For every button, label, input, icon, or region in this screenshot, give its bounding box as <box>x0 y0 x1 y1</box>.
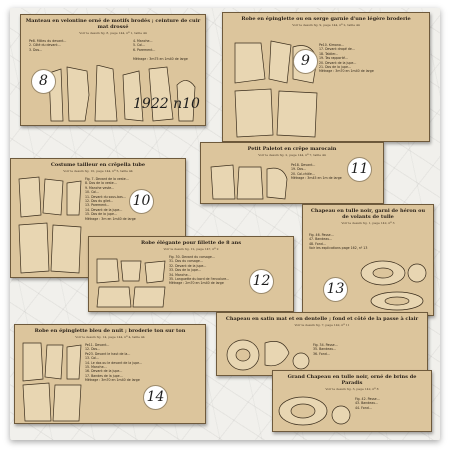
pattern-card-14: Robe en épinglette bleu de nuit ; broder… <box>14 324 206 424</box>
pattern-card-satin-hat: Chapeau en satin mat et en dentelle ; fo… <box>216 312 428 376</box>
piece-list: Pe18. Devant... 19. Dos... 20. Col-châle… <box>291 163 342 181</box>
issue-label: 1922 n10 <box>133 96 200 112</box>
pattern-card-grand-hat: Grand Chapeau en tulle noir, orné de bri… <box>272 370 432 432</box>
piece-list: Fig. 46. Passe... 47. Bandeau... 48. Fon… <box>309 233 368 251</box>
pattern-card-11: Petit Paletot en crêpe marocain Voir le … <box>200 142 384 204</box>
card-subtitle: Voir le dessin fig. 12, page 147, nº 2 <box>163 247 219 251</box>
piece-list: Fig. 7. Devant de la veste... 8. Dos de … <box>85 177 136 221</box>
card-subtitle: Voir le dessin fig. 14, page 144, nº 4, … <box>75 335 145 339</box>
pattern-pieces-drawing <box>231 39 321 139</box>
card-subtitle: Voir le dessin fig. 7, page 142, nº 11 <box>294 323 350 327</box>
card-title: Chapeau en tulle noir, garni de héron ou… <box>310 208 426 220</box>
hat-pieces-drawing <box>277 391 353 431</box>
piece-list: Pe11. Devant... 12. Dos... Pe23. Devant … <box>85 343 143 383</box>
card-title: Robe en épinglette bleu de nuit ; broder… <box>34 328 186 334</box>
card-title: Chapeau en satin mat et en dentelle ; fo… <box>225 316 419 322</box>
piece-list: Pe8. Milieu du devant... 2. Côté du deva… <box>29 39 67 52</box>
pattern-card-12: Robe élégante pour fillette de 8 ans Voi… <box>88 236 294 312</box>
piece-list: Fig. 30. Devant du corsage... 31. Dos du… <box>169 255 230 286</box>
hat-pieces-drawing <box>225 335 311 375</box>
card-subtitle: Voir le dessin fig. 1, page 142, nº 3 <box>341 221 395 225</box>
pattern-board: Manteau en velontine orné de motifs brod… <box>10 8 440 440</box>
pattern-number-badge: 8 <box>31 69 56 94</box>
piece-list: Fig. 42. Passe... 43. Bandeau... 44. Fon… <box>355 397 380 410</box>
card-title: Robe en épinglette ou en serge garnie d'… <box>241 16 411 22</box>
card-title: Manteau en velontine orné de motifs brod… <box>25 18 201 30</box>
pattern-card-13: Chapeau en tulle noir, garni de héron ou… <box>302 204 434 316</box>
piece-list: Fig. 34. Passe... 35. Bandeau... 36. Fon… <box>313 343 338 356</box>
card-title: Costume tailleur en crêpella tube <box>50 162 146 168</box>
piece-list: Pe10. Kimono... 17. Devant drapé de... 1… <box>319 43 374 74</box>
pattern-card-9: Robe en épinglette ou en serge garnie d'… <box>222 12 430 142</box>
pattern-pieces-drawing <box>17 175 83 275</box>
card-title: Grand Chapeau en tulle noir, orné de bri… <box>287 374 417 386</box>
pattern-pieces-drawing <box>21 341 83 423</box>
card-subtitle: Voir le dessin fig. 10, page 144, nº 5, … <box>63 169 133 173</box>
pattern-number-badge: 11 <box>347 157 372 182</box>
pattern-number-badge: 14 <box>143 385 168 410</box>
card-title: Petit Paletot en crêpe marocain <box>247 146 337 152</box>
card-subtitle: Voir le dessin fig. 8, page 144, nº 1, t… <box>79 31 147 35</box>
pattern-number-badge: 10 <box>129 189 154 214</box>
pattern-pieces-drawing <box>47 65 197 123</box>
card-title: Robe élégante pour fillette de 8 ans <box>140 240 242 246</box>
pattern-number-badge: 12 <box>249 269 274 294</box>
card-subtitle: Voir le dessin fig. 3, page 142, nº 8 <box>325 387 379 391</box>
piece-list-right: 4. Manche... 5. Col... 6. Parement... <box>133 39 156 52</box>
pattern-number-badge: 9 <box>293 49 318 74</box>
pattern-pieces-drawing <box>95 257 167 309</box>
pattern-number-badge: 13 <box>323 277 348 302</box>
hat-pieces-drawing <box>353 257 431 313</box>
pattern-pieces-drawing <box>209 163 289 201</box>
pattern-card-8: Manteau en velontine orné de motifs brod… <box>20 14 206 126</box>
card-subtitle: Voir le dessin fig. 2, page 144, nº 7, t… <box>258 153 326 157</box>
card-note: Métrage : 3m75 en 1m40 de large <box>133 57 188 61</box>
card-subtitle: Voir le dessin fig. 9, page 144, nº 2, t… <box>292 23 360 27</box>
